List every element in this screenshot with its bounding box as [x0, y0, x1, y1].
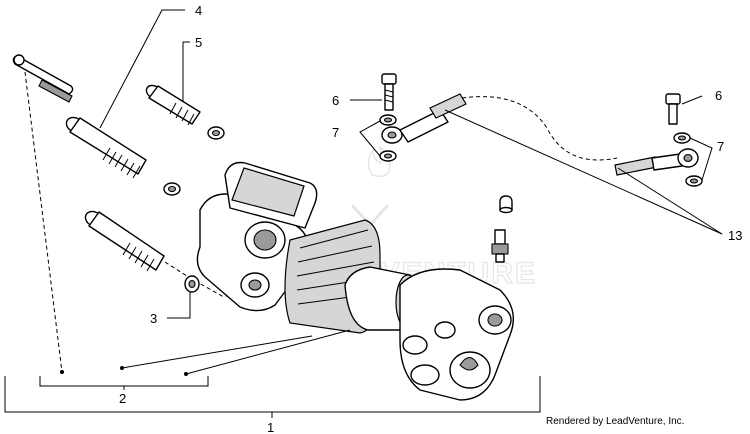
cotter-pin	[12, 54, 74, 103]
callout-leader-13	[444, 109, 723, 235]
callout-leader-5	[182, 41, 190, 102]
bolt-alignment-line	[164, 261, 240, 297]
callout-3: 3	[150, 311, 157, 326]
callout-1: 1	[267, 420, 274, 434]
callout-5: 5	[195, 35, 202, 50]
callout-13: 13	[728, 228, 742, 243]
assembly-leader-2a	[121, 335, 313, 369]
washer	[163, 182, 181, 196]
lower-bolt	[84, 210, 165, 272]
assembly-leader-2b	[185, 329, 351, 375]
caliper-bracket	[196, 161, 318, 312]
render-credit: Rendered by LeadVenture, Inc.	[546, 416, 684, 427]
long-bolt	[65, 116, 147, 179]
cotter-pin-alignment-line	[24, 71, 63, 373]
washer-item-3	[184, 275, 200, 293]
callout-2: 2	[119, 391, 126, 406]
sealing-washer-right-bottom	[685, 175, 703, 187]
sealing-washer-left-top	[379, 114, 397, 126]
banjo-fitting-right	[614, 148, 699, 176]
callout-7-right: 7	[717, 139, 724, 154]
callout-leader-3	[167, 292, 191, 319]
callout-leader-7-left	[359, 120, 381, 157]
callout-6-left: 6	[332, 93, 339, 108]
callout-leader-13b	[617, 167, 723, 235]
callout-leader-6-right	[681, 95, 703, 105]
short-bolt	[145, 84, 201, 126]
callout-7-left: 7	[332, 125, 339, 140]
bleeder-cap	[499, 195, 513, 214]
brake-hose-dashed	[461, 96, 618, 161]
callout-4: 4	[195, 3, 202, 18]
sealing-washer-right-top	[673, 132, 691, 144]
callout-bracket-2	[39, 376, 209, 387]
banjo-fitting-left	[381, 93, 467, 144]
banjo-bolt-left	[381, 73, 397, 111]
banjo-bolt-right	[665, 93, 681, 125]
callout-leader-4	[99, 9, 185, 129]
sealing-washer-left-bottom	[379, 150, 397, 162]
washer	[207, 126, 225, 140]
bleeder-screw	[491, 229, 509, 263]
caliper-housing	[399, 268, 514, 401]
callout-leader-7-right	[689, 137, 713, 181]
callout-6-right: 6	[715, 88, 722, 103]
